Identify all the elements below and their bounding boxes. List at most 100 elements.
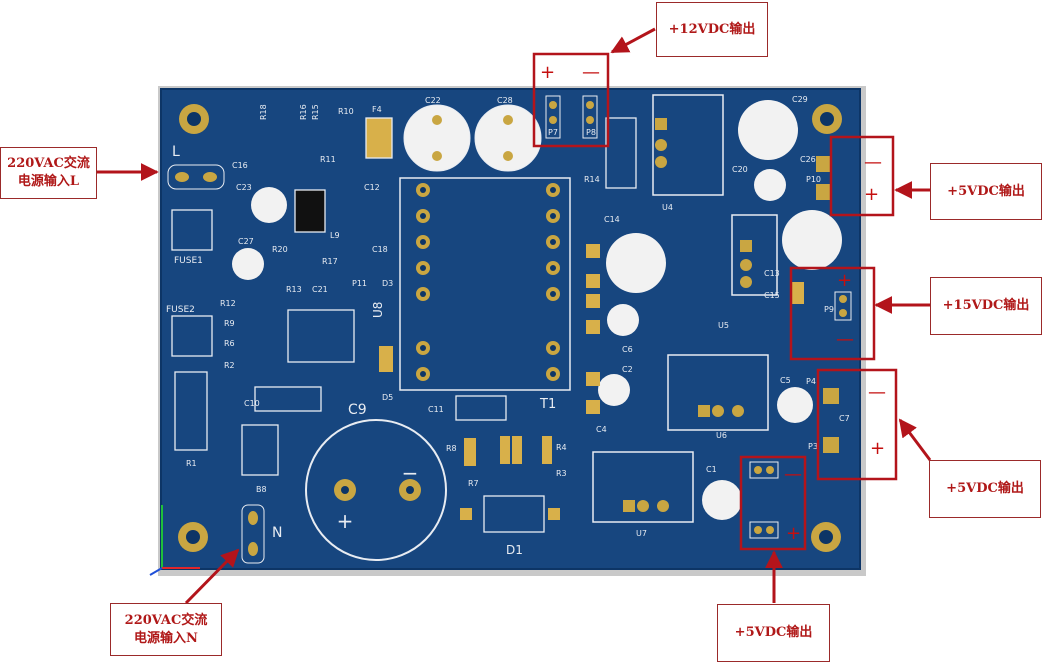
silk-C10: C10	[244, 399, 260, 408]
callout-5vdc-output-b: +5VDC输出	[929, 460, 1041, 518]
silk-R11: R11	[320, 155, 336, 164]
smd-pads	[379, 244, 804, 520]
svg-text:+: +	[337, 509, 354, 533]
silk-C11: C11	[428, 405, 444, 414]
axis-indicator	[149, 505, 200, 576]
callout-5vdc-output-a: +5VDC输出	[930, 163, 1042, 220]
silk-U8: U8	[371, 302, 385, 318]
output-headers	[545, 95, 852, 539]
silk-L9: L9	[330, 231, 340, 240]
pol-5vc-plus: +	[786, 523, 801, 544]
silk-L: L	[172, 144, 180, 160]
silk-C26: C26	[800, 155, 816, 164]
pol-5va-plus: +	[864, 184, 879, 205]
silk-C2: C2	[622, 365, 633, 374]
silk-R12: R12	[220, 299, 236, 308]
capacitors-top	[232, 100, 842, 520]
silk-C9: C9	[348, 402, 367, 418]
highlight-boxes	[532, 52, 898, 551]
misc-parts	[171, 117, 637, 533]
silk-C13: C13	[764, 269, 780, 278]
pol-5vb-minus: —	[868, 382, 886, 403]
silk-P9: P9	[824, 305, 834, 314]
silk-R16: R16	[299, 104, 308, 120]
silk-B8: B8	[256, 485, 267, 494]
silk-U5: U5	[718, 321, 729, 330]
silk-R6: R6	[224, 339, 235, 348]
silk-C27: C27	[238, 237, 254, 246]
silk-C28: C28	[497, 96, 513, 105]
pol-15v-plus: +	[837, 270, 852, 291]
arrows	[97, 27, 932, 605]
silk-R13: R13	[286, 285, 302, 294]
silk-D5: D5	[382, 393, 393, 402]
silk-C20: C20	[732, 165, 748, 174]
silk-C18: C18	[372, 245, 388, 254]
silk-C7: C7	[839, 414, 850, 423]
silk-C23: C23	[236, 183, 252, 192]
silk-R10: R10	[338, 107, 354, 116]
callout-5vdc-output-c: +5VDC输出	[717, 604, 830, 662]
pol-12v-minus: —	[582, 62, 600, 83]
silk-P11: P11	[352, 279, 367, 288]
silk-R15: R15	[311, 104, 320, 120]
silk-C15: C15	[764, 291, 780, 300]
silk-C14: C14	[604, 215, 620, 224]
silk-P3: P3	[808, 442, 818, 451]
callout-15vdc-output: +15VDC输出	[930, 277, 1042, 335]
callout-220vac-input-N: 220VAC交流 电源输入N	[110, 603, 222, 656]
callout-input-N-text: 220VAC交流 电源输入N	[124, 612, 208, 646]
silk-R9: R9	[224, 319, 235, 328]
silk-U4: U4	[662, 203, 673, 212]
pol-15v-minus: —	[836, 329, 854, 350]
silk-C16: C16	[232, 161, 248, 170]
silk-R8: R8	[446, 444, 457, 453]
silk-U7: U7	[636, 529, 647, 538]
callout-5vdc-b-text: +5VDC输出	[946, 481, 1024, 497]
silk-R7: R7	[468, 479, 479, 488]
svg-text:−: −	[402, 461, 419, 485]
silk-D1: D1	[506, 543, 523, 557]
pol-12v-plus: +	[540, 62, 555, 83]
silkscreen-labels: L N C9 T1 U8 D1 FUSE1 FUSE2 R1 B8 P7 P8 …	[166, 95, 850, 557]
silk-R14: R14	[584, 175, 600, 184]
silk-U6: U6	[716, 431, 727, 440]
silk-F4: F4	[372, 105, 382, 114]
silk-FUSE1: FUSE1	[174, 256, 203, 266]
callout-12vdc-output: +12VDC输出	[656, 2, 768, 57]
callout-5vdc-a-text: +5VDC输出	[947, 183, 1025, 199]
silk-C5: C5	[780, 376, 791, 385]
silk-R17: R17	[322, 257, 338, 266]
silk-FUSE2: FUSE2	[166, 305, 195, 315]
pol-5vb-plus: +	[870, 438, 885, 459]
silk-C12: C12	[364, 183, 380, 192]
heatsinks	[592, 94, 778, 523]
silk-T1: T1	[539, 397, 556, 412]
silk-R1: R1	[186, 459, 197, 468]
silk-C29: C29	[792, 95, 808, 104]
silk-N: N	[272, 525, 282, 541]
transformer-t1	[399, 177, 571, 391]
polarity-marks: + — — + + — — + — +	[540, 62, 886, 544]
silk-P10: P10	[806, 175, 821, 184]
silk-C22: C22	[425, 96, 441, 105]
silk-R2: R2	[224, 361, 235, 370]
silk-C4: C4	[596, 425, 607, 434]
silk-R20: R20	[272, 245, 288, 254]
mounting-holes	[178, 104, 842, 552]
callout-220vac-input-L: 220VAC交流 电源输入L	[0, 147, 97, 199]
silk-R3: R3	[556, 469, 567, 478]
silk-C6: C6	[622, 345, 633, 354]
silk-C21: C21	[312, 285, 328, 294]
regulator-pins	[623, 118, 752, 512]
silk-D3: D3	[382, 279, 393, 288]
pol-5vc-minus: —	[784, 464, 802, 485]
pol-5va-minus: —	[864, 152, 882, 173]
input-connectors	[167, 164, 265, 564]
silk-P7: P7	[548, 128, 558, 137]
callout-12vdc-text: +12VDC输出	[668, 21, 756, 37]
silk-R4: R4	[556, 443, 567, 452]
capacitor-c9: + −	[305, 419, 447, 561]
